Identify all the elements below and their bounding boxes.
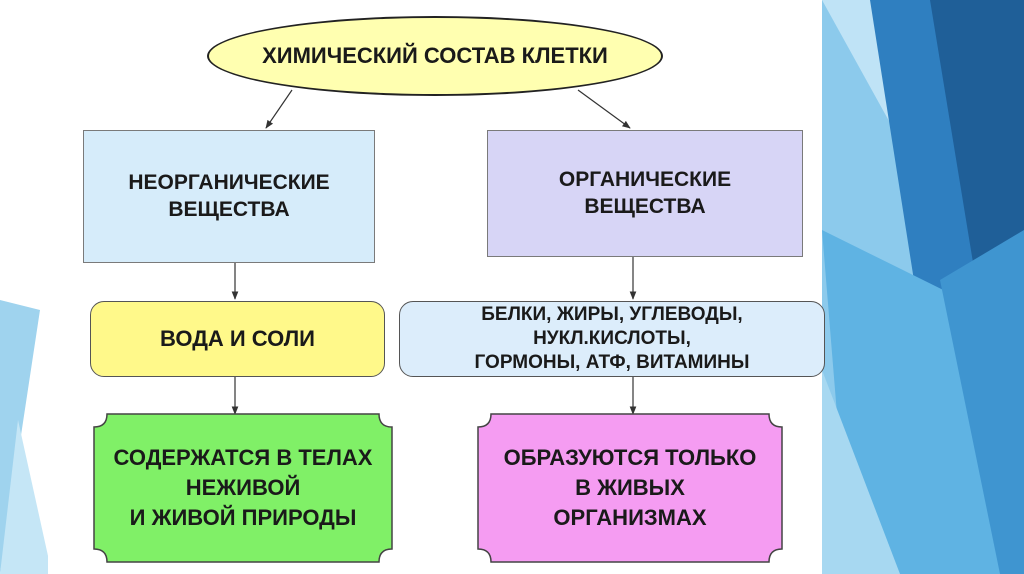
deco-shard-right-5 <box>822 370 900 574</box>
inorganic-note-text: СОДЕРЖАТСЯ В ТЕЛАХ НЕЖИВОЙ И ЖИВОЙ ПРИРО… <box>113 445 373 530</box>
inorganic-label: НЕОРГАНИЧЕСКИЕ ВЕЩЕСТВА <box>128 171 330 221</box>
organic-list-label: БЕЛКИ, ЖИРЫ, УГЛЕВОДЫ, НУКЛ.КИСЛОТЫ, ГОР… <box>474 304 750 373</box>
plaque-shape-pink <box>477 413 783 563</box>
arrow-title-to-organic <box>577 89 631 129</box>
arrow-title-to-inorganic <box>265 89 293 129</box>
water-salts-box: ВОДА И СОЛИ <box>90 301 385 377</box>
title-text: ХИМИЧЕСКИЙ СОСТАВ КЛЕТКИ <box>262 43 608 69</box>
deco-shard-right-6 <box>940 230 1024 574</box>
inorganic-note-plaque: СОДЕРЖАТСЯ В ТЕЛАХ НЕЖИВОЙ И ЖИВОЙ ПРИРО… <box>93 413 393 563</box>
deco-shard-left-2 <box>0 420 52 574</box>
organic-list-box: БЕЛКИ, ЖИРЫ, УГЛЕВОДЫ, НУКЛ.КИСЛОТЫ, ГОР… <box>399 301 825 377</box>
organic-label: ОРГАНИЧЕСКИЕ ВЕЩЕСТВА <box>558 168 732 218</box>
organic-note-text: ОБРАЗУЮТСЯ ТОЛЬКО В ЖИВЫХ ОРГАНИЗМАХ <box>503 445 757 530</box>
organic-note-plaque: ОБРАЗУЮТСЯ ТОЛЬКО В ЖИВЫХ ОРГАНИЗМАХ <box>477 413 783 563</box>
water-salts-label: ВОДА И СОЛИ <box>160 326 315 352</box>
plaque-shape-green <box>93 413 393 563</box>
title-ellipse: ХИМИЧЕСКИЙ СОСТАВ КЛЕТКИ <box>207 16 663 96</box>
organic-box: ОРГАНИЧЕСКИЕ ВЕЩЕСТВА <box>487 130 803 257</box>
inorganic-box: НЕОРГАНИЧЕСКИЕ ВЕЩЕСТВА <box>83 130 375 263</box>
